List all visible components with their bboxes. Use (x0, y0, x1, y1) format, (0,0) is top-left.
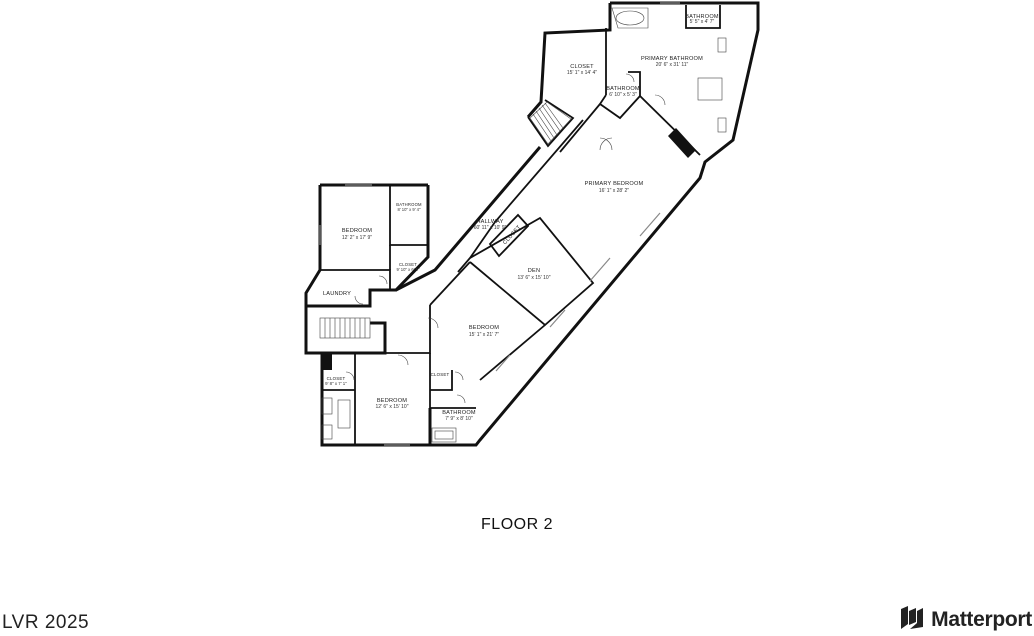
fixtures (321, 7, 727, 443)
room-closet-small-bottom-name: CLOSET (431, 372, 450, 377)
room-closet-left-name: CLOSET (399, 262, 417, 267)
room-labels: CLOSET 15' 1" x 14' 4" BATHROOM 5' 5" x … (323, 14, 719, 422)
room-bathroom-bottom-name: BATHROOM (442, 410, 476, 416)
room-bedroom-left-top-dim: 12' 2" x 17' 9" (342, 235, 372, 241)
room-primary-bedroom-dim: 16' 1" x 28' 2" (599, 188, 629, 194)
brand-logo: Matterport (899, 605, 1032, 635)
room-bedroom-left-top-name: BEDROOM (342, 228, 372, 234)
room-hallway-name: HALLWAY (476, 219, 503, 225)
room-bathroom-small-top-name: BATHROOM (685, 14, 719, 20)
brand-name: Matterport (931, 608, 1032, 631)
room-bedroom-bottom-dim: 12' 6" x 15' 10" (376, 404, 409, 410)
outer-walls (304, 1, 760, 447)
room-bathroom-mid-dim: 6' 10" x 5' 3" (609, 92, 637, 98)
room-closet-top-name: CLOSET (570, 64, 594, 70)
room-bedroom-center-name: BEDROOM (469, 325, 499, 331)
room-closet-bottom-left-name: CLOSET (327, 376, 346, 381)
room-bathroom-left-name: BATHROOM (396, 202, 422, 207)
room-bathroom-left-dim: 8' 10" x 9' 4" (398, 207, 421, 212)
room-primary-bathroom-name: PRIMARY BATHROOM (641, 56, 703, 62)
windows (319, 2, 680, 446)
room-closet-top-dim: 15' 1" x 14' 4" (567, 70, 597, 76)
watermark: LVR 2025 (2, 612, 90, 633)
stairs-top (529, 101, 572, 145)
stairs-left (319, 317, 371, 339)
room-den-name: DEN (528, 268, 540, 274)
room-bedroom-center-dim: 15' 1" x 21' 7" (469, 332, 499, 338)
room-primary-bedroom-name: PRIMARY BEDROOM (585, 181, 644, 187)
doors (345, 73, 666, 404)
room-laundry-name: LAUNDRY (323, 291, 351, 297)
interior-walls (320, 5, 721, 445)
room-closet-left-dim: 9' 10" x 6' 1" (397, 267, 420, 272)
matterport-logo-icon (899, 605, 925, 636)
room-bathroom-bottom-dim: 7' 9" x 8' 10" (445, 416, 473, 422)
room-closet-bottom-left-dim: 9' 8" x 7' 1" (325, 381, 347, 386)
room-primary-bathroom-dim: 20' 6" x 31' 11" (656, 62, 689, 68)
room-bathroom-small-top-dim: 5' 5" x 4' 7" (690, 19, 715, 25)
floor-label: FLOOR 2 (481, 516, 553, 533)
room-den-dim: 13' 6" x 15' 10" (518, 275, 551, 281)
room-hallway-dim: 60' 11" x 10' 9" (474, 225, 507, 231)
room-bathroom-mid-name: BATHROOM (606, 86, 640, 92)
room-bedroom-bottom-name: BEDROOM (377, 398, 407, 404)
